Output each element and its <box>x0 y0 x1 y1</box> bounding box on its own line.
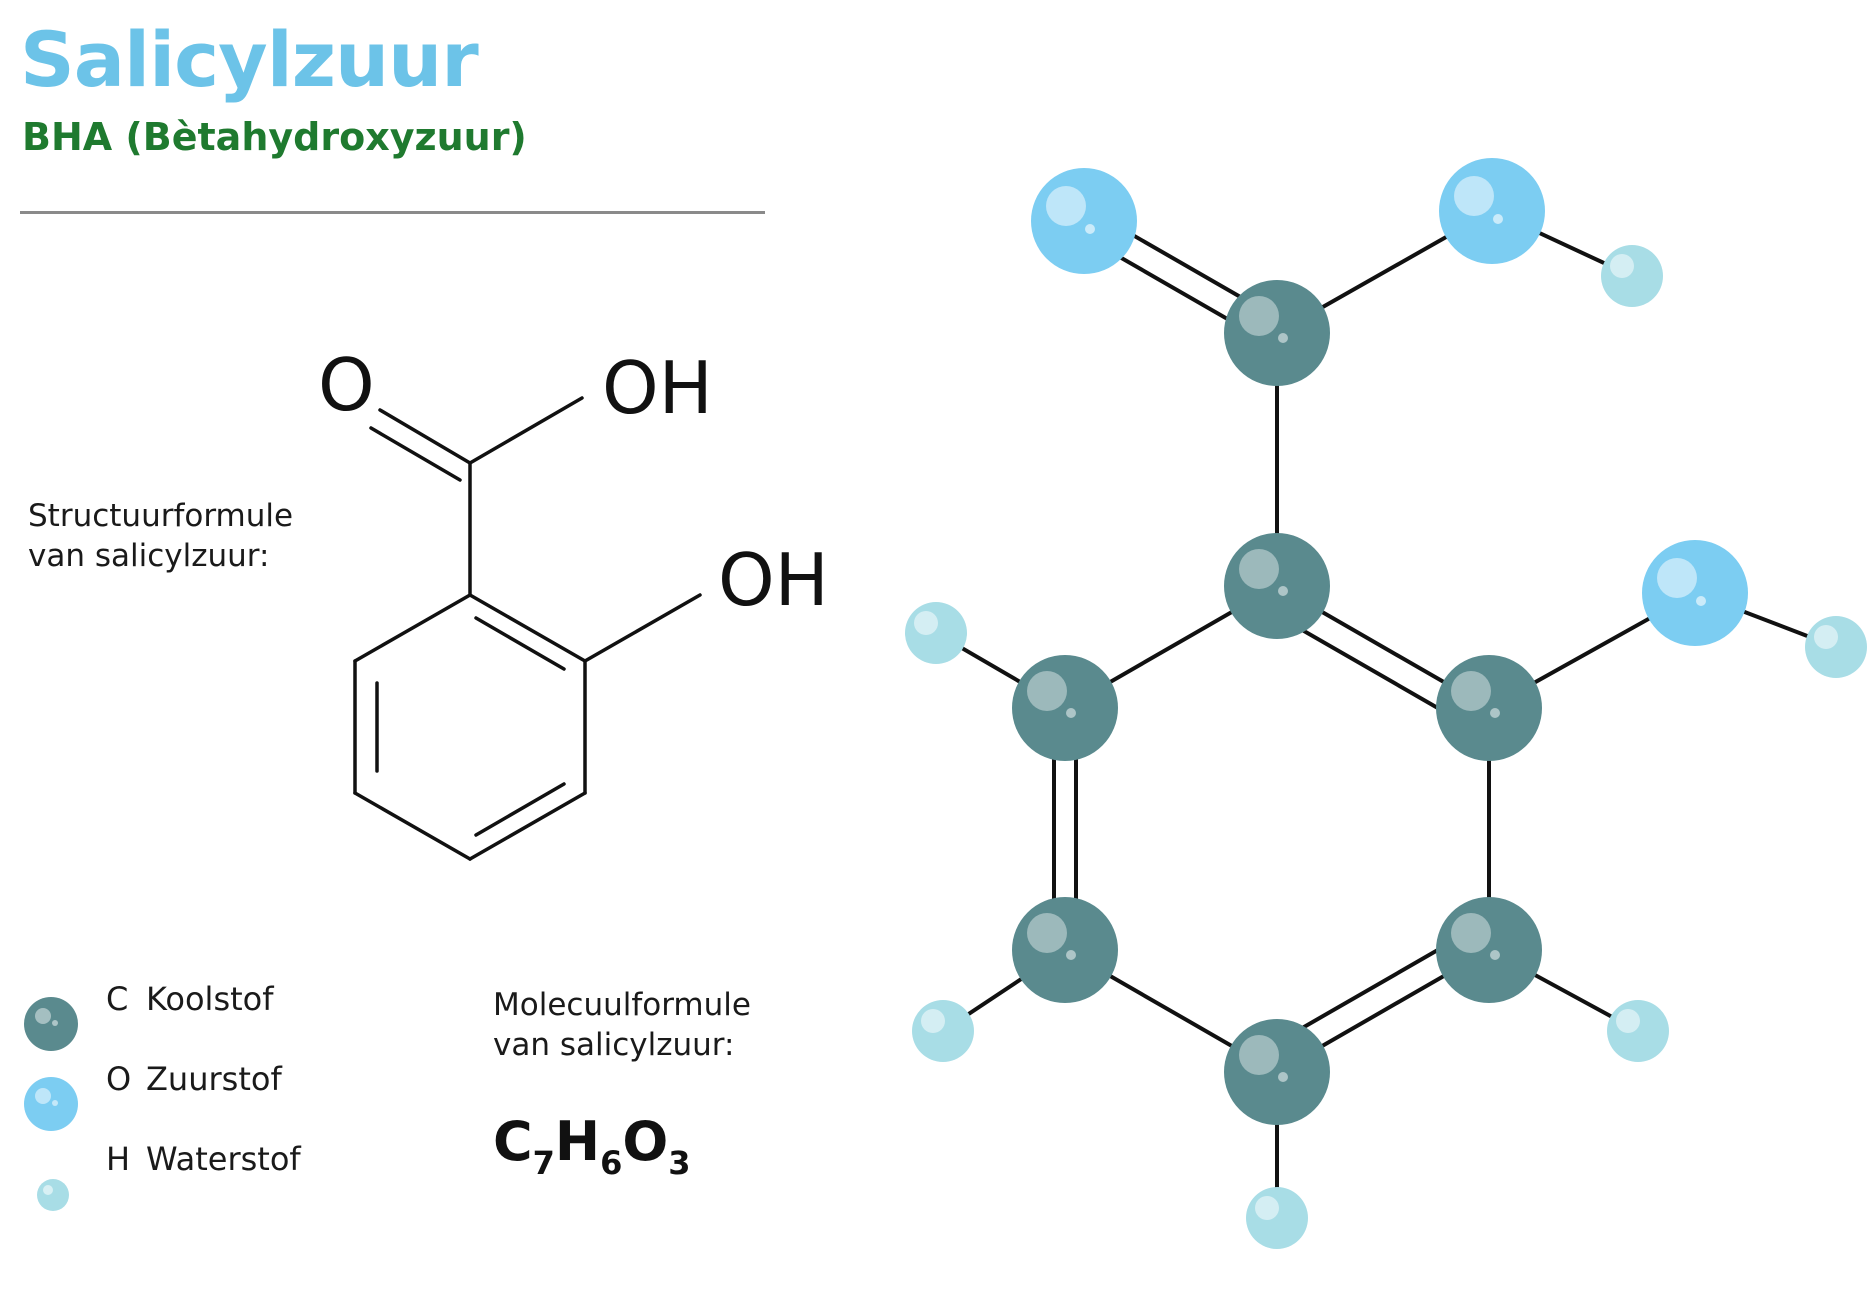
c-oh-bond <box>583 593 702 663</box>
legend-name: Waterstof <box>146 1140 301 1178</box>
atom-oxygen-carbonyl <box>1031 168 1137 274</box>
atom-hydrogen <box>1607 1000 1669 1062</box>
ring-bond <box>353 791 472 861</box>
atom-oxygen-phenol <box>1642 540 1748 646</box>
atom-carbon <box>1224 1019 1330 1125</box>
ring-bond <box>468 593 587 663</box>
page-title: Salicylzuur <box>20 15 479 104</box>
ring-double-bond <box>474 616 566 671</box>
structural-label-line-2: van salicylzuur: <box>28 538 270 574</box>
molecular-label-line-1: Molecuulformule <box>493 987 751 1023</box>
phenol-oh-label: OH <box>718 538 829 622</box>
formula-carbon-symbol: C <box>493 1110 533 1173</box>
formula-carbon-count: 7 <box>532 1144 555 1182</box>
title-divider <box>20 211 765 214</box>
legend-item-hydrogen: H Waterstof <box>24 1140 354 1220</box>
formula-oxygen-count: 3 <box>668 1144 691 1182</box>
hydrogen-atom-swatch <box>37 1179 69 1211</box>
atom-hydrogen <box>1601 245 1663 307</box>
atom-carbon <box>1224 533 1330 639</box>
ball-and-stick-model <box>905 158 1867 1249</box>
c-o-double-bond <box>378 408 472 465</box>
structural-formula-label: Structuurformule van salicylzuur: <box>28 496 358 576</box>
acid-oh-label: OH <box>602 346 713 430</box>
carbon-atom-swatch <box>24 997 78 1051</box>
structural-formula-diagram: O OH OH <box>318 343 829 861</box>
ring-double-bond <box>474 782 566 837</box>
formula-hydrogen-symbol: H <box>554 1110 601 1173</box>
ring-bond <box>353 593 472 663</box>
oxygen-atom-swatch <box>24 1077 78 1131</box>
atom-oxygen-hydroxyl <box>1439 158 1545 264</box>
legend-item-carbon: C Koolstof <box>24 980 354 1060</box>
atom-hydrogen <box>905 602 967 664</box>
atom-carbon <box>1436 655 1542 761</box>
atom-hydrogen <box>1805 616 1867 678</box>
atom-carbon <box>1436 897 1542 1003</box>
legend-name: Koolstof <box>146 980 274 1018</box>
atom-hydrogen <box>912 1000 974 1062</box>
legend-item-oxygen: O Zuurstof <box>24 1060 354 1140</box>
molecular-label-line-2: van salicylzuur: <box>493 1027 735 1063</box>
molecular-formula-label: Molecuulformule van salicylzuur: <box>493 985 823 1065</box>
legend: C Koolstof O Zuurstof H Waterstof <box>24 980 354 1220</box>
formula-hydrogen-count: 6 <box>600 1144 623 1182</box>
atom-carbon <box>1012 897 1118 1003</box>
page-subtitle: BHA (Bètahydroxyzuur) <box>22 115 527 159</box>
c-oh-bond <box>468 396 584 465</box>
c-o-double-bond <box>369 426 462 482</box>
structural-label-line-1: Structuurformule <box>28 498 294 534</box>
atom-carbon <box>1224 280 1330 386</box>
legend-symbol: H <box>106 1140 131 1178</box>
ring-bond <box>468 791 587 861</box>
legend-name: Zuurstof <box>146 1060 282 1098</box>
carbonyl-oxygen-label: O <box>318 343 375 427</box>
atom-hydrogen <box>1246 1187 1308 1249</box>
formula-oxygen-symbol: O <box>622 1110 669 1173</box>
atom-carbon <box>1012 655 1118 761</box>
molecular-formula: C7H6O3 <box>493 1115 691 1182</box>
legend-symbol: C <box>106 980 129 1018</box>
legend-symbol: O <box>106 1060 132 1098</box>
